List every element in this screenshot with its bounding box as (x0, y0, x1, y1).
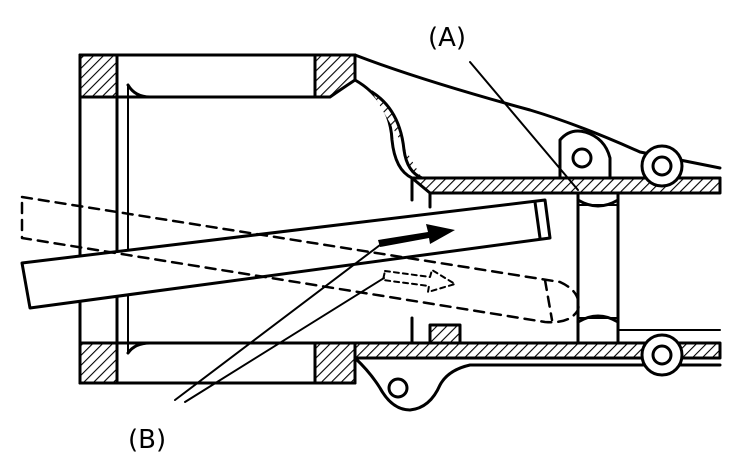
shaft-dashed (20, 195, 580, 324)
movement-arrow-dashed (382, 269, 456, 293)
shaft-solid (20, 198, 552, 310)
lower-casing (353, 316, 722, 412)
movement-arrow-solid (378, 224, 455, 247)
sleeve-assembly (576, 191, 721, 345)
housing-left-frame (78, 53, 357, 385)
label-a: (A) (428, 23, 466, 53)
label-b: (B) (128, 425, 166, 455)
left-wall-sections (78, 53, 357, 385)
upper-casing (353, 53, 722, 209)
leader-lines (174, 61, 579, 403)
